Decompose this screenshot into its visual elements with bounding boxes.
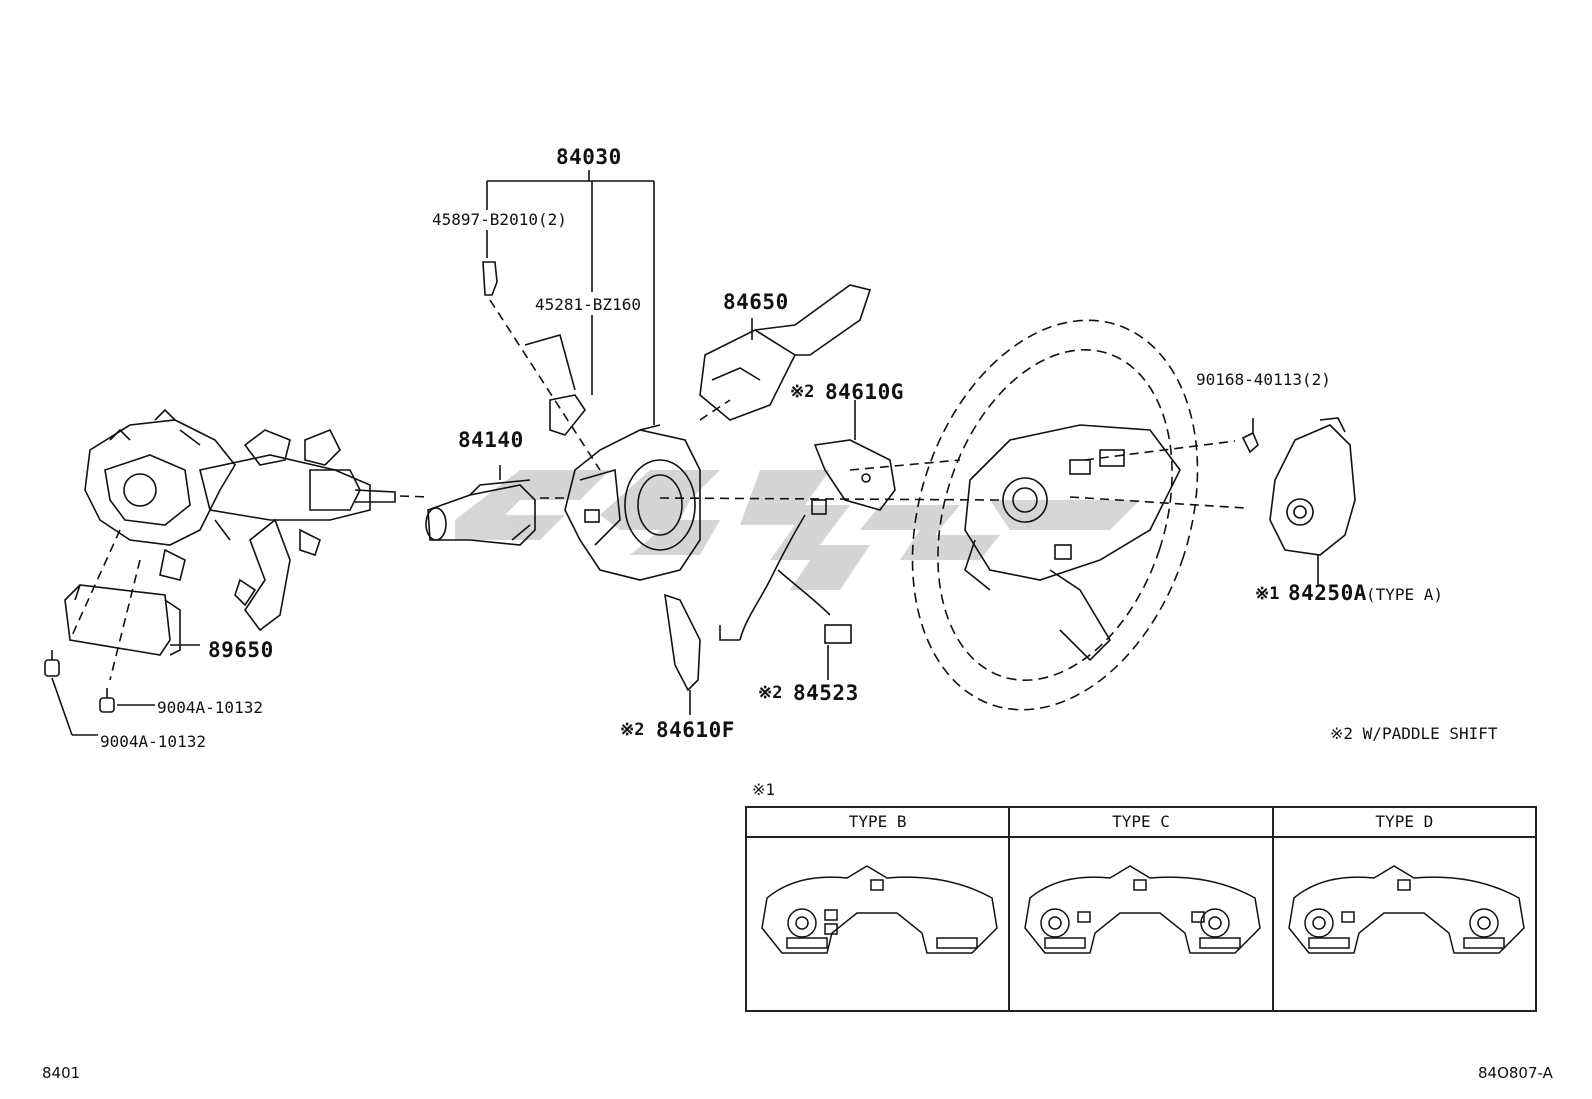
variant-type-c-drawing xyxy=(1024,865,1262,954)
variant-header: TYPE D xyxy=(1273,808,1535,838)
paddle-84610F xyxy=(664,593,701,715)
switch-84250A xyxy=(1241,417,1356,585)
part-label-90168: 90168-40113(2) xyxy=(1196,370,1331,389)
variant-type-d-drawing xyxy=(1287,865,1525,954)
variant-header: TYPE C xyxy=(1010,808,1272,838)
part-label-9004A-upper: 9004A-10132 xyxy=(157,698,263,717)
wire-harness-84523 xyxy=(719,499,852,680)
part-label-89650: 89650 xyxy=(208,638,274,662)
part-label-84250A: 84250A xyxy=(1288,581,1367,605)
ecu-89650 xyxy=(44,584,200,713)
bracket-84030 xyxy=(486,170,655,425)
connector-45897 xyxy=(482,261,586,436)
bolt-leaders xyxy=(51,677,155,736)
part-label-84610F: 84610F xyxy=(656,718,735,742)
part-label-84250A-type: (TYPE A) xyxy=(1366,585,1444,604)
switch-84140 xyxy=(425,465,536,546)
steering-column-assembly xyxy=(84,408,396,632)
wiper-switch-84650 xyxy=(699,284,872,421)
variant-type-b-drawing xyxy=(761,865,998,954)
footer-figure-code: 84O807-A xyxy=(1478,1064,1553,1082)
note-marker-84610G: ※2 xyxy=(790,382,815,402)
paddle-shift-note: ※2 W/PADDLE SHIFT xyxy=(1330,724,1498,743)
paddle-84610G xyxy=(813,400,896,511)
variant-type-b: TYPE B xyxy=(747,808,1011,1010)
part-label-84650: 84650 xyxy=(723,290,789,314)
switch-variant-table: TYPE B TYPE C T xyxy=(745,806,1537,1012)
variant-header: TYPE B xyxy=(747,808,1009,838)
note-marker-84523: ※2 xyxy=(758,683,783,703)
spiral-cable-84030 xyxy=(564,424,701,581)
part-label-84610G: 84610G xyxy=(825,380,904,404)
footer-page-code: 8401 xyxy=(42,1064,81,1082)
variant-type-c: TYPE C xyxy=(1010,808,1274,1010)
assembly-axis xyxy=(69,299,1246,681)
part-label-84140: 84140 xyxy=(458,428,524,452)
watermark-logo xyxy=(455,470,1140,590)
variant-table-marker: ※1 xyxy=(752,780,776,799)
part-label-84030: 84030 xyxy=(556,145,622,169)
note-marker-84610F: ※2 xyxy=(620,720,645,740)
part-label-9004A-lower: 9004A-10132 xyxy=(100,732,206,751)
variant-type-d: TYPE D xyxy=(1273,808,1535,1010)
part-label-45897: 45897-B2010(2) xyxy=(432,210,567,229)
note-marker-84250A: ※1 xyxy=(1255,584,1280,604)
part-label-45281: 45281-BZ160 xyxy=(535,295,641,314)
steering-wheel xyxy=(911,319,1199,711)
part-label-84523: 84523 xyxy=(793,681,859,705)
